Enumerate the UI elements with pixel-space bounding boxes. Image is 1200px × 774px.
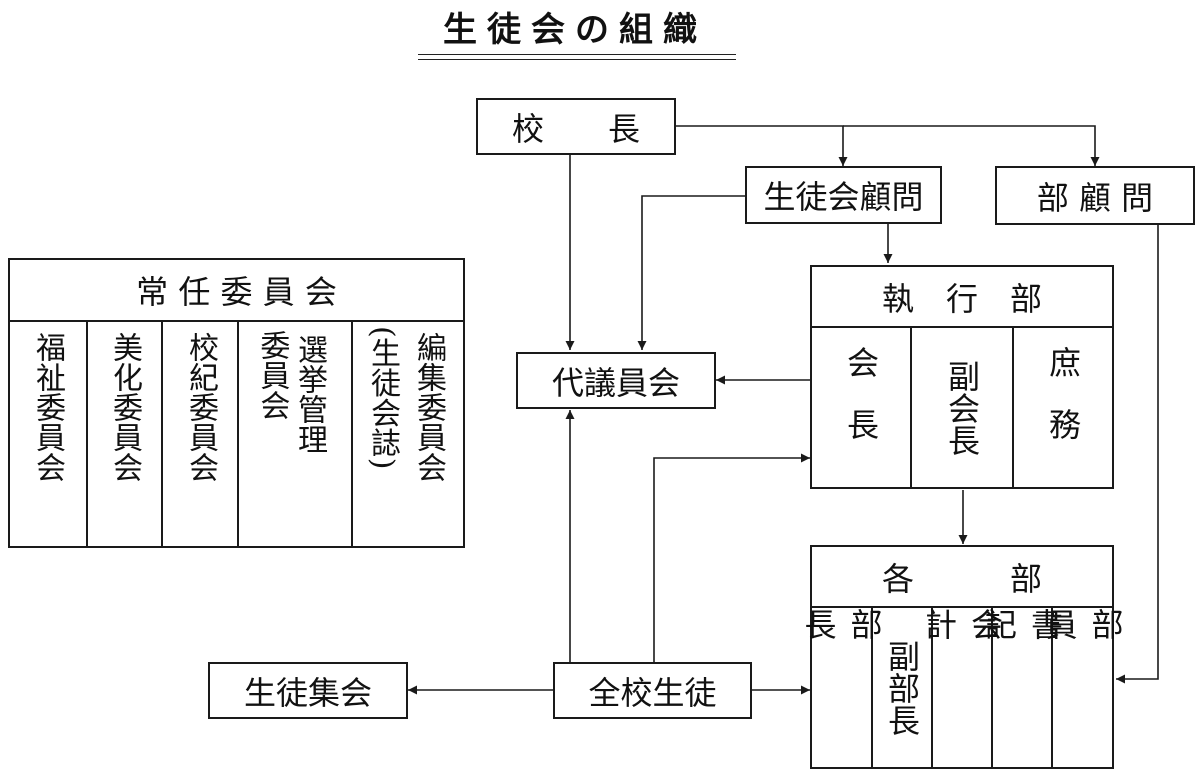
committee-label-election-2: 委員会 [254, 330, 290, 420]
executive-column-president: 会長 [812, 328, 912, 487]
principal-label: 校 長 [511, 109, 640, 148]
student-assembly-label: 生徒集会 [243, 673, 372, 712]
arrow-club-advisor-to-members [1116, 225, 1159, 684]
clubs-label-members: 部員 [1040, 608, 1125, 688]
representatives-box: 代議員会 [516, 352, 716, 409]
committee-label-beautification: 美化委員会 [107, 332, 142, 482]
executive-column-general-affairs: 庶務 [1014, 328, 1112, 487]
clubs-label-secretary: 書記 [980, 608, 1064, 688]
arrow-council-advisor-to-representatives [637, 195, 745, 350]
executive-header: 執 行 部 [812, 267, 1112, 328]
diagram-title: 生徒会の組織 [443, 10, 707, 50]
arrow-principal-to-club-advisor [843, 125, 1100, 166]
committee-column-beautification: 美化委員会 [88, 322, 163, 546]
executive-column-vice-president: 副会長 [912, 328, 1014, 487]
standing-committee-box: 常 任 委 員 会 福祉委員会 美化委員会 校紀委員会 選挙管理 委員会 編集委… [8, 258, 465, 548]
club-advisor-box: 部 顧 問 [995, 166, 1195, 225]
arrow-students-to-executive [653, 453, 810, 662]
committee-label-welfare: 福祉委員会 [30, 332, 65, 482]
all-students-box: 全校生徒 [553, 662, 752, 719]
clubs-column-vice-leader: 副部長 [873, 608, 933, 767]
executive-label-vice-president: 副会長 [943, 359, 981, 456]
club-advisor-label: 部 顧 問 [1036, 178, 1154, 217]
committee-column-election: 選挙管理 委員会 [239, 322, 353, 546]
committee-label-editorial-1: 編集委員会 [411, 332, 446, 482]
clubs-column-leader: 部長 [800, 608, 884, 767]
clubs-column-treasurer: 会計 [920, 608, 1004, 767]
clubs-label-leader: 部長 [799, 608, 884, 688]
clubs-column-secretary: 書記 [980, 608, 1064, 767]
council-advisor-box: 生徒会顧問 [745, 166, 942, 224]
committee-column-editorial: 編集委員会 (生徒会誌) [353, 322, 463, 546]
committee-column-welfare: 福祉委員会 [10, 322, 88, 546]
student-assembly-box: 生徒集会 [208, 662, 408, 719]
all-students-label: 全校生徒 [588, 673, 717, 712]
clubs-box: 各 部 部長 副部長 会計 書記 部員 [800, 545, 1125, 769]
title-underline-2 [418, 59, 736, 60]
executive-label-president: 会長 [842, 345, 880, 470]
committee-label-election-1: 選挙管理 [292, 334, 327, 454]
clubs-label-vice-leader: 副部長 [883, 639, 921, 736]
committee-label-discipline: 校紀委員会 [183, 332, 218, 482]
executive-label-general-affairs: 庶務 [1044, 345, 1082, 470]
clubs-label-treasurer: 会計 [920, 608, 1004, 688]
executive-box: 執 行 部 会長 副会長 庶務 [810, 265, 1114, 489]
clubs-column-members: 部員 [1041, 608, 1125, 767]
council-advisor-label: 生徒会顧問 [763, 178, 924, 216]
arrow-principal-to-council-advisor [676, 125, 848, 166]
representatives-label: 代議員会 [551, 363, 680, 402]
title-underline-1 [418, 54, 736, 55]
standing-committee-header: 常 任 委 員 会 [10, 260, 463, 322]
principal-box: 校 長 [476, 98, 676, 155]
clubs-header: 各 部 [812, 547, 1112, 608]
committee-column-discipline: 校紀委員会 [163, 322, 239, 546]
committee-label-editorial-2: (生徒会誌) [365, 326, 400, 470]
